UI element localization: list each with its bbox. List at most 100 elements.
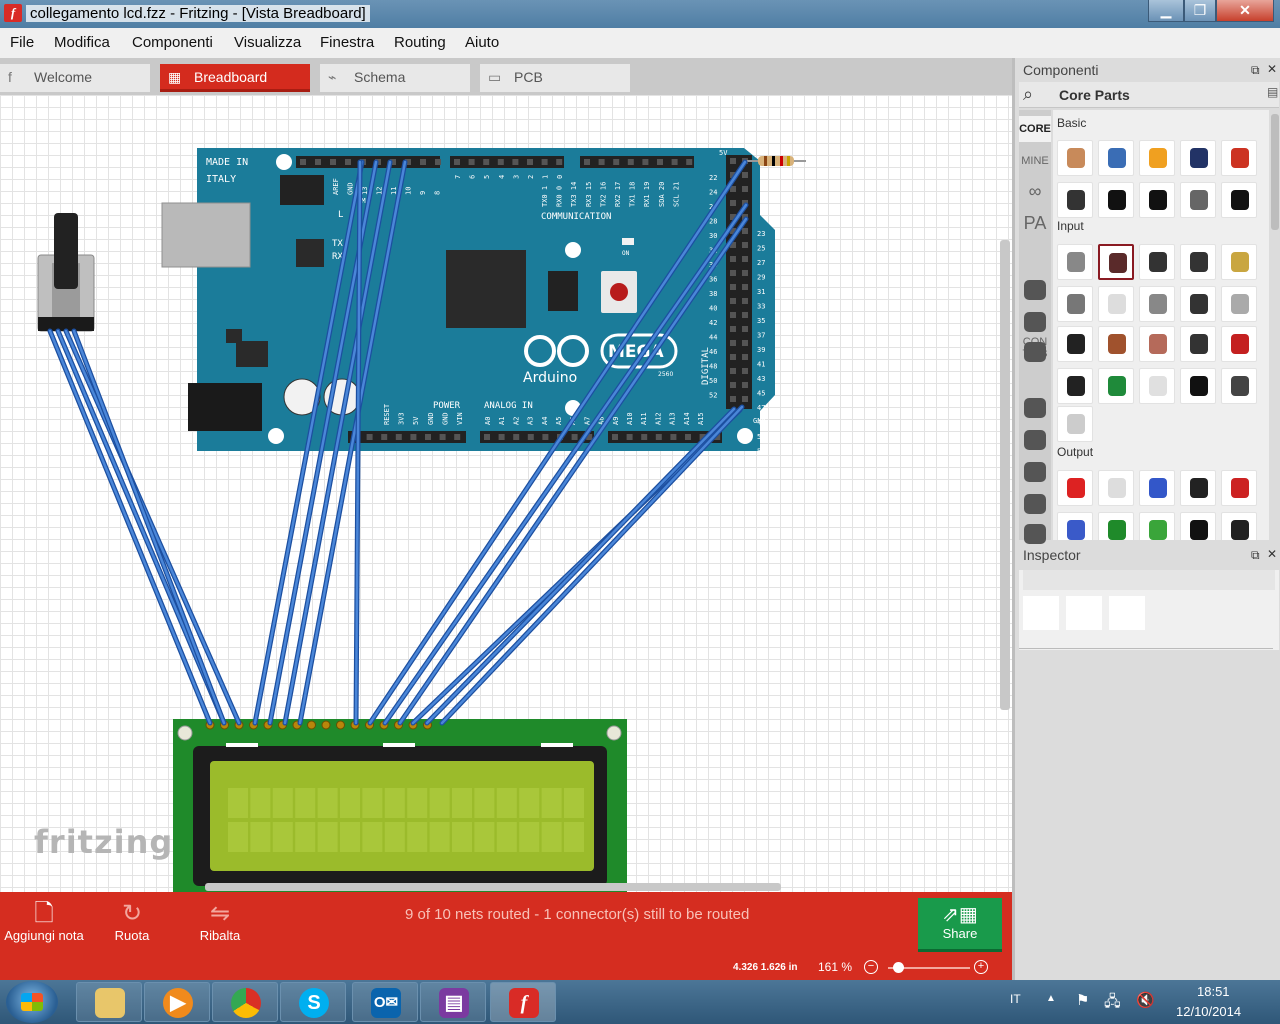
bin-tab-icon[interactable] (1024, 462, 1046, 482)
part-tile[interactable] (1139, 286, 1175, 322)
part-tile[interactable] (1098, 182, 1134, 218)
breadboard-canvas[interactable]: MADE IN ITALY Arduino MEGA 2560 COMMUNIC… (0, 95, 1012, 892)
tab-breadboard[interactable]: ▦ Breadboard (160, 64, 310, 92)
routing-status[interactable]: 9 of 10 nets routed - 1 connector(s) sti… (405, 906, 750, 923)
clock-date[interactable]: 12/10/2014 (1176, 1004, 1242, 1019)
bin-menu-icon[interactable]: ▤ (1267, 85, 1279, 99)
canvas-horizontal-scrollbar[interactable] (205, 883, 781, 891)
part-tile[interactable] (1221, 244, 1257, 280)
taskbar-winrar[interactable]: ▤ (420, 982, 486, 1022)
language-indicator[interactable]: IT (1010, 992, 1021, 1006)
close-button[interactable]: ✕ (1216, 0, 1274, 22)
menu-finestra[interactable]: Finestra (320, 34, 375, 51)
tab-pcb[interactable]: ▭ PCB (480, 64, 630, 92)
taskbar-fritzing[interactable]: f (490, 982, 556, 1022)
part-tile[interactable] (1221, 286, 1257, 322)
taskbar-explorer[interactable] (76, 982, 142, 1022)
part-tile[interactable] (1180, 368, 1216, 404)
part-tile[interactable] (1139, 368, 1175, 404)
potentiometer[interactable] (37, 213, 95, 332)
add-note-button[interactable]: 🗋 Aggiungi nota (4, 900, 84, 943)
part-tile[interactable] (1057, 368, 1093, 404)
zoom-out-button[interactable]: − (864, 960, 878, 974)
part-tile[interactable] (1057, 286, 1093, 322)
share-button[interactable]: ⇗▦ Share (918, 898, 1002, 952)
bin-tab-mine[interactable]: MINE (1021, 155, 1049, 167)
bin-tab-icon[interactable] (1024, 524, 1046, 544)
bin-tab-core[interactable]: CORE (1019, 116, 1051, 142)
bin-tab-icon[interactable] (1024, 494, 1046, 514)
part-tile[interactable] (1098, 326, 1134, 362)
part-tile[interactable] (1057, 140, 1093, 176)
part-tile[interactable] (1139, 470, 1175, 506)
taskbar-chrome[interactable] (212, 982, 278, 1022)
part-tile[interactable] (1221, 326, 1257, 362)
part-tile[interactable] (1139, 244, 1175, 280)
rotate-button[interactable]: ↻ Ruota (106, 900, 158, 943)
part-tile[interactable] (1221, 470, 1257, 506)
flip-button[interactable]: ⇋ Ribalta (194, 900, 246, 943)
bin-tab-icon[interactable] (1024, 280, 1046, 300)
parts-scrollbar[interactable] (1271, 114, 1279, 230)
canvas-vertical-scrollbar[interactable] (1000, 240, 1010, 710)
part-tile[interactable] (1180, 182, 1216, 218)
menu-modifica[interactable]: Modifica (54, 34, 110, 51)
clock-time[interactable]: 18:51 (1197, 984, 1230, 999)
zoom-slider-track[interactable] (888, 967, 970, 969)
resistor[interactable] (746, 156, 806, 166)
part-tile[interactable] (1180, 470, 1216, 506)
part-tile[interactable] (1180, 140, 1216, 176)
minimize-button[interactable]: ▁ (1148, 0, 1184, 22)
part-tile[interactable] (1098, 140, 1134, 176)
part-tile[interactable] (1221, 182, 1257, 218)
tab-schema[interactable]: ⌁ Schema (320, 64, 470, 92)
part-tile[interactable] (1098, 470, 1134, 506)
taskbar-media-player[interactable]: ▶ (144, 982, 210, 1022)
part-tile[interactable] (1139, 326, 1175, 362)
bin-tab-icon[interactable] (1024, 398, 1046, 418)
volume-muted-icon[interactable]: 🔇 (1136, 992, 1155, 1009)
part-tile[interactable] (1180, 286, 1216, 322)
part-tile[interactable] (1098, 368, 1134, 404)
bin-tab-icon[interactable] (1024, 342, 1046, 362)
part-tile[interactable] (1057, 406, 1093, 442)
bin-tab-arduino[interactable]: ∞ (1028, 181, 1042, 201)
zoom-in-button[interactable]: + (974, 960, 988, 974)
start-button[interactable] (6, 981, 58, 1023)
part-tile[interactable] (1221, 512, 1257, 540)
bin-tab-pa[interactable]: PA (1023, 213, 1047, 233)
wires[interactable] (47, 159, 749, 726)
menu-componenti[interactable]: Componenti (132, 34, 213, 51)
tab-welcome[interactable]: f Welcome (0, 64, 150, 92)
lcd-module[interactable] (173, 719, 627, 892)
bin-tab-icon[interactable] (1024, 430, 1046, 450)
taskbar-skype[interactable]: S (280, 982, 346, 1022)
arduino-mega-board[interactable]: MADE IN ITALY Arduino MEGA 2560 COMMUNIC… (161, 148, 775, 456)
part-tile[interactable] (1139, 512, 1175, 540)
maximize-button[interactable]: ❐ (1184, 0, 1216, 22)
part-tile[interactable] (1180, 244, 1216, 280)
tray-overflow-icon[interactable]: ▲ (1046, 993, 1056, 1004)
float-panel-icon[interactable]: ⧉ (1251, 548, 1260, 562)
taskbar-outlook[interactable]: O✉ (352, 982, 418, 1022)
part-tile[interactable] (1057, 512, 1093, 540)
part-tile[interactable] (1057, 244, 1093, 280)
close-panel-icon[interactable]: ✕ (1267, 62, 1278, 76)
zoom-slider-handle[interactable] (892, 962, 904, 973)
part-tile[interactable] (1139, 182, 1175, 218)
search-icon[interactable]: ⌕ (1023, 84, 1034, 104)
part-tile[interactable] (1221, 368, 1257, 404)
part-tile[interactable] (1057, 470, 1093, 506)
part-tile[interactable] (1098, 286, 1134, 322)
part-tile[interactable] (1221, 140, 1257, 176)
menu-aiuto[interactable]: Aiuto (465, 34, 500, 51)
part-tile[interactable] (1057, 326, 1093, 362)
close-panel-icon[interactable]: ✕ (1267, 547, 1278, 561)
menu-visualizza[interactable]: Visualizza (234, 34, 302, 51)
bin-tab-icon[interactable] (1024, 312, 1046, 332)
part-tile[interactable] (1098, 244, 1134, 280)
part-tile[interactable] (1139, 140, 1175, 176)
menu-routing[interactable]: Routing (394, 34, 446, 51)
part-tile[interactable] (1180, 512, 1216, 540)
breadboard-drawing[interactable]: MADE IN ITALY Arduino MEGA 2560 COMMUNIC… (0, 95, 1012, 892)
